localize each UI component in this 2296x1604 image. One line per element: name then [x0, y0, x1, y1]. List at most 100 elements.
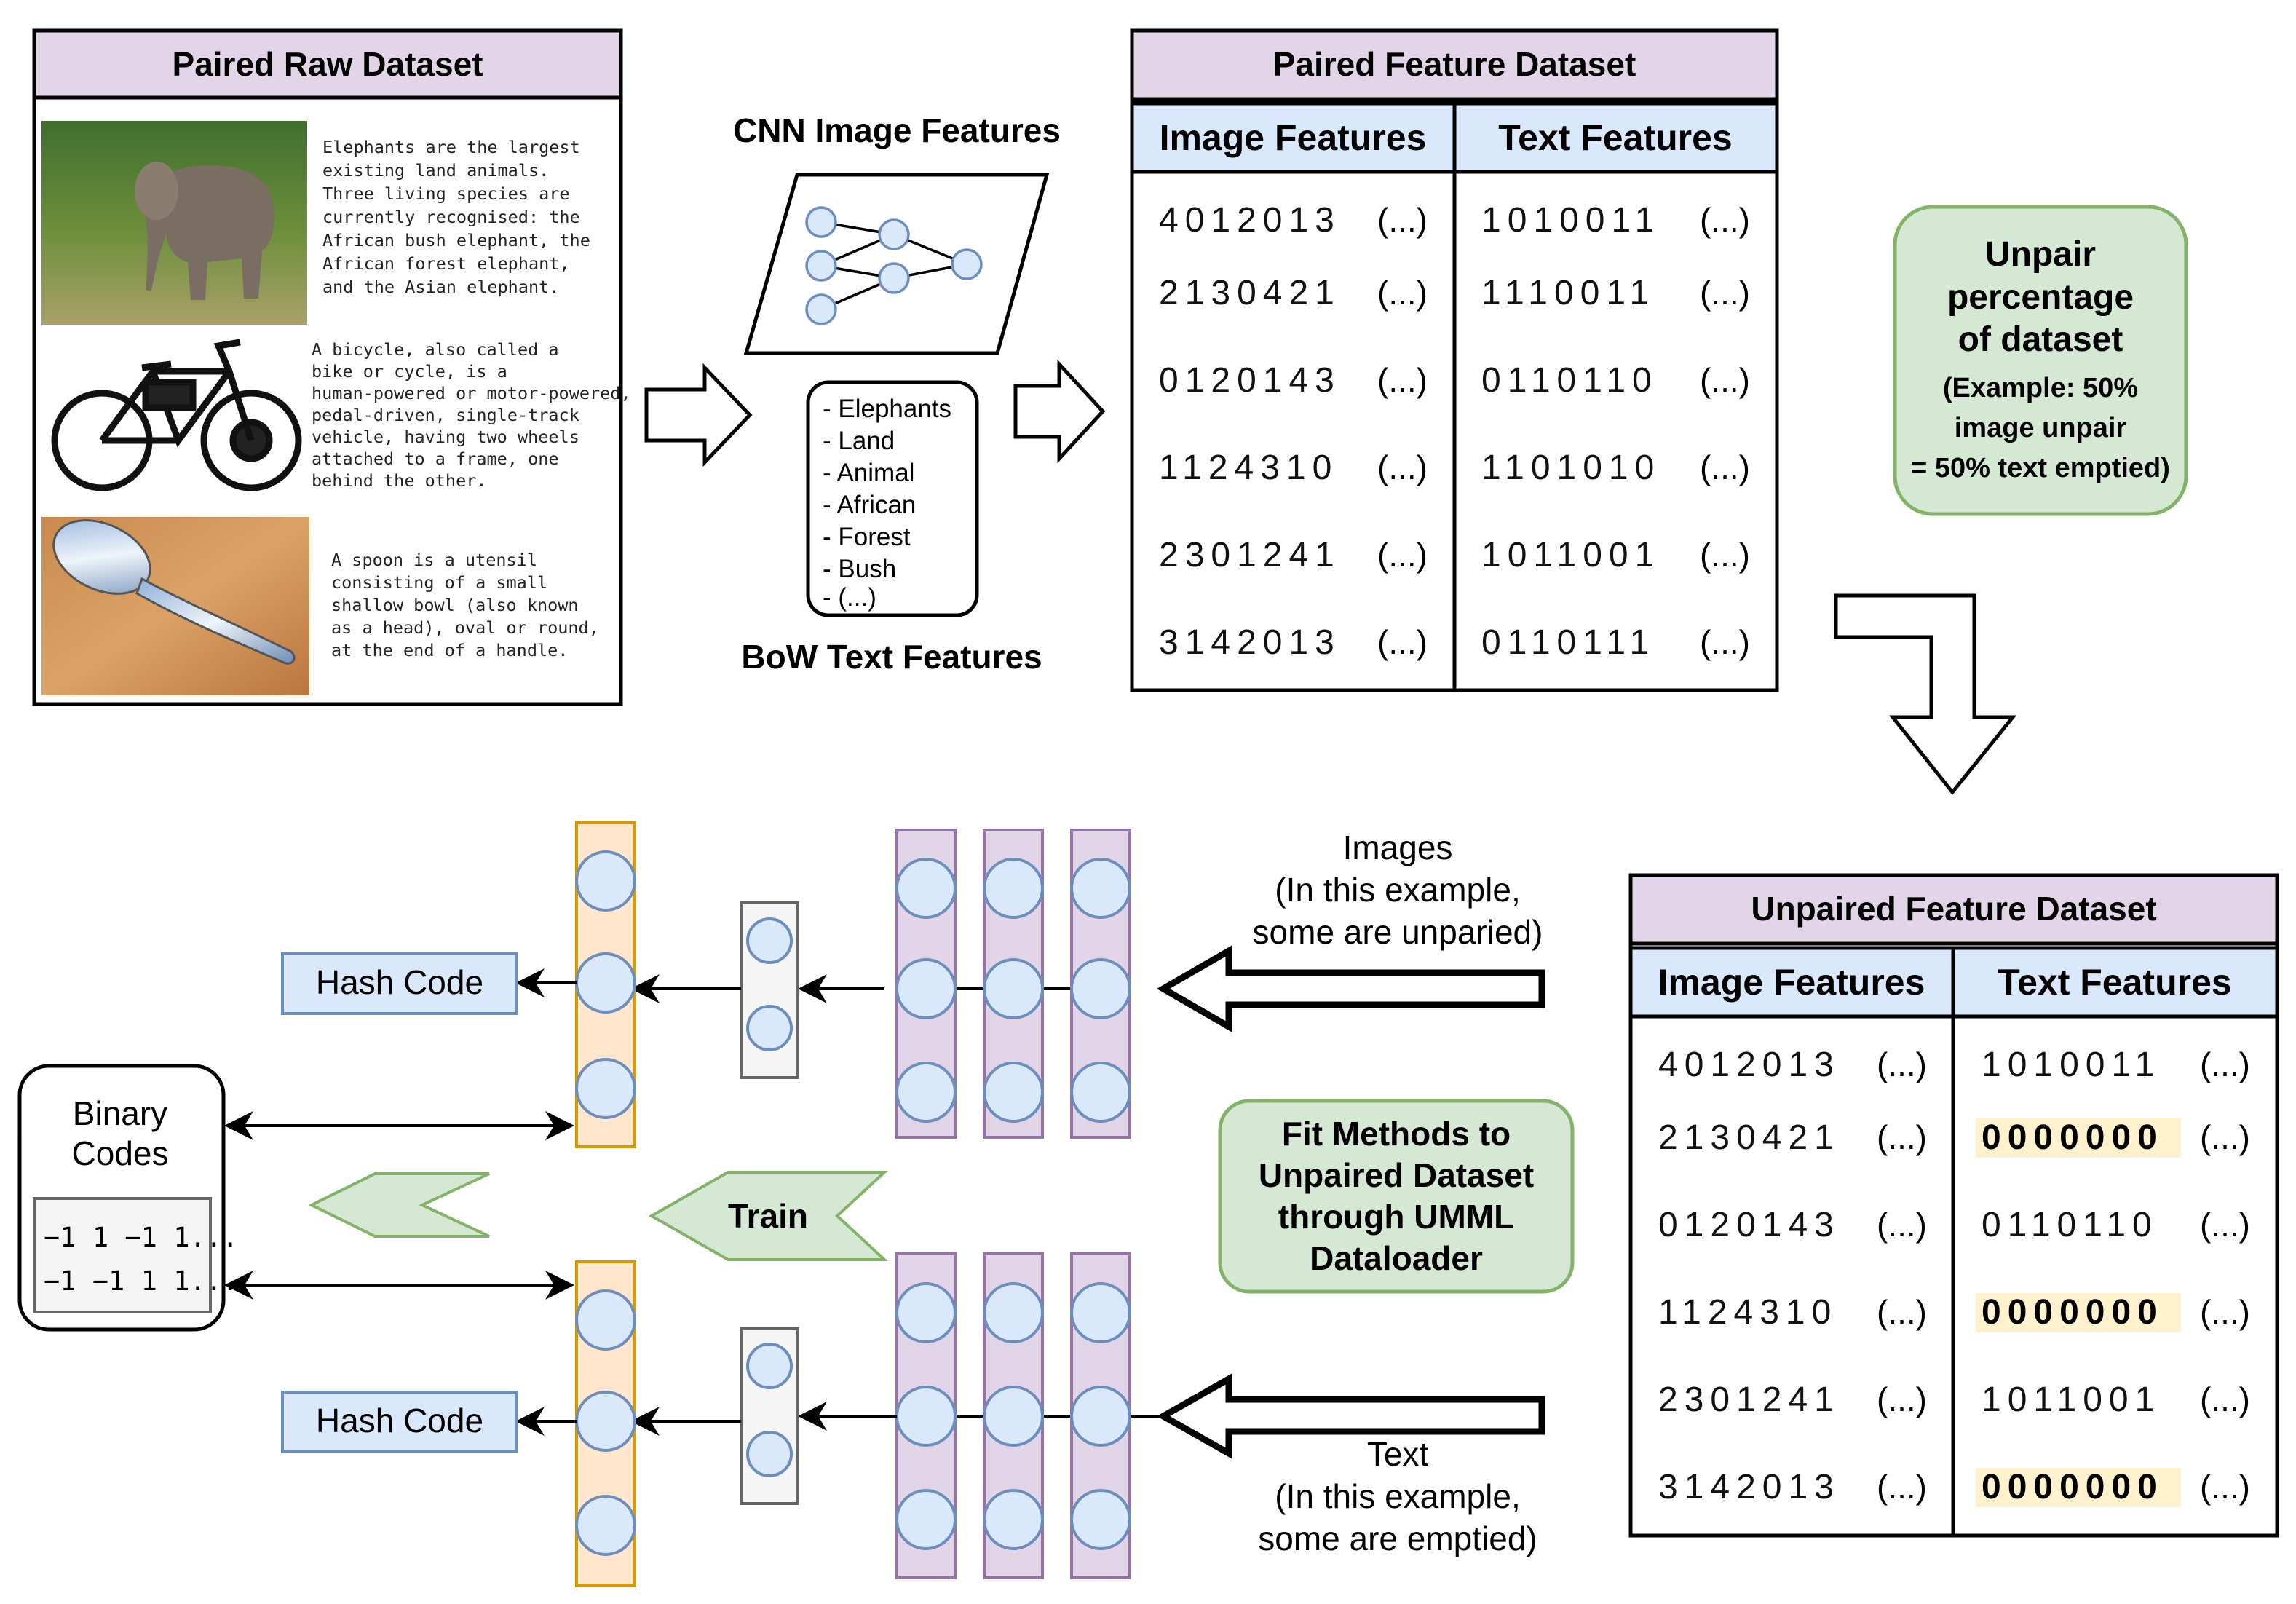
svg-text:Images: Images	[1343, 829, 1453, 866]
spoon-text: A spoon is a utensil consisting of a sma…	[331, 550, 609, 660]
svg-text:= 50% text emptied): = 50% text emptied)	[1911, 453, 2170, 483]
unpaired-row: 3142013 (...) 0000000 (...)	[1658, 1468, 2250, 1507]
image-network	[515, 821, 1131, 1148]
paired-raw-dataset-panel: Paired Raw Dataset Elephants are the lar…	[32, 28, 631, 706]
paired-ellipsis: (...)	[1377, 536, 1428, 574]
paired-image-feature: 4012013	[1159, 201, 1341, 240]
train-arrow	[648, 1171, 889, 1261]
unpaired-ellipsis: (...)	[1877, 1206, 1927, 1244]
paired-ellipsis: (...)	[1700, 361, 1750, 399]
unpaired-text-feature: 0000000	[1982, 1118, 2164, 1157]
unpaired-image-feature: 3142013	[1658, 1468, 1840, 1506]
svg-text:Fit Methods to: Fit Methods to	[1282, 1115, 1511, 1153]
svg-text:- Animal: - Animal	[823, 459, 914, 487]
svg-text:Text: Text	[1367, 1435, 1429, 1473]
paired-image-feature: 2301241	[1159, 536, 1341, 574]
paired-text-feature: 1110011	[1481, 274, 1655, 312]
paired-image-feature: 3142013	[1159, 623, 1341, 662]
svg-text:(In this example,: (In this example,	[1275, 1477, 1520, 1515]
bow-features-label: BoW Text Features	[741, 638, 1042, 676]
spoon-photo	[41, 517, 309, 695]
unpaired-row: 0120143(...)0110110(...)	[1658, 1206, 2250, 1244]
unpaired-text-feature: 0000000	[1982, 1293, 2164, 1332]
bow-word-list: - Elephants - Land - Animal - African - …	[806, 380, 979, 617]
svg-text:(In this example,: (In this example,	[1275, 871, 1520, 909]
paired-ellipsis: (...)	[1700, 274, 1750, 312]
elephant-photo	[41, 121, 307, 325]
svg-text:- African: - African	[823, 491, 916, 519]
images-caption: Images (In this example, some are unpari…	[1253, 829, 1543, 951]
paired-image-feature: 2130421	[1159, 274, 1341, 312]
raw-dataset-title: Paired Raw Dataset	[173, 45, 483, 83]
svg-text:- Forest: - Forest	[823, 523, 911, 551]
unpaired-text-feature: 1010011	[1982, 1046, 2161, 1084]
unpaired-ellipsis: (...)	[1877, 1380, 1927, 1418]
cnn-network-icon	[743, 173, 1050, 355]
unpaired-emptied-highlight	[1976, 1468, 2181, 1507]
unpaired-ellipsis: (...)	[2200, 1380, 2250, 1418]
paired-row: 2301241(...)1011001(...)	[1159, 536, 1750, 574]
svg-text:- Elephants: - Elephants	[823, 395, 951, 423]
svg-text:through UMML: through UMML	[1278, 1198, 1514, 1236]
unpaired-ellipsis: (...)	[2200, 1293, 2250, 1331]
paired-image-feature: 1124310	[1159, 449, 1338, 487]
svg-text:−1 −1 1 1...: −1 −1 1 1...	[44, 1265, 238, 1297]
paired-rows: 4012013 (...) 1010011 (...) 2130421 (...) 1110…	[1159, 201, 1750, 662]
svg-text:some are unparied): some are unparied)	[1253, 913, 1543, 951]
paired-to-unpaired-arrow	[1834, 593, 2017, 795]
paired-feature-dataset-table: Paired Feature Dataset Image Features Te…	[1130, 28, 1779, 692]
binary-codes-box: Binary Codes −1 1 −1 1... −1 −1 1 1...	[17, 1064, 238, 1332]
unpaired-col-image-header: Image Features	[1658, 962, 1925, 1003]
svg-text:Codes: Codes	[72, 1134, 169, 1172]
svg-text:- (...): - (...)	[823, 583, 876, 612]
svg-text:image unpair: image unpair	[1955, 413, 2127, 443]
unpaired-image-feature: 2301241	[1658, 1380, 1840, 1419]
unpaired-ellipsis: (...)	[1877, 1468, 1927, 1506]
raw-to-features-arrow	[644, 363, 753, 467]
svg-text:Dataloader: Dataloader	[1310, 1239, 1483, 1277]
svg-text:- Land: - Land	[823, 427, 895, 455]
paired-ellipsis: (...)	[1377, 201, 1428, 239]
paired-ellipsis: (...)	[1700, 449, 1750, 486]
unpaired-table-title: Unpaired Feature Dataset	[1751, 890, 2156, 928]
paired-text-feature: 1010011	[1481, 201, 1660, 240]
unpaired-ellipsis: (...)	[1877, 1118, 1927, 1156]
unpaired-emptied-highlight	[1976, 1293, 2181, 1332]
paired-col-image-header: Image Features	[1160, 117, 1427, 158]
svg-text:Binary: Binary	[73, 1094, 167, 1132]
unpaired-text-feature: 0000000	[1982, 1468, 2164, 1506]
train-label: Train	[728, 1197, 808, 1235]
paired-ellipsis: (...)	[1377, 274, 1428, 312]
svg-text:Hash Code: Hash Code	[316, 963, 483, 1001]
paired-table-title: Paired Feature Dataset	[1273, 45, 1636, 83]
fit-methods-note: Fit Methods to Unpaired Dataset through …	[1218, 1099, 1575, 1294]
unpaired-emptied-highlight	[1976, 1118, 2181, 1158]
unpaired-ellipsis: (...)	[2200, 1468, 2250, 1506]
unpaired-row: 2301241(...)1011001(...)	[1658, 1380, 2250, 1419]
paired-row: 1124310 (...) 1101010 (...)	[1159, 449, 1750, 487]
paired-text-feature: 0110111	[1481, 623, 1655, 662]
paired-text-feature: 0110110	[1481, 361, 1658, 400]
paired-row: 3142013(...)0110111(...)	[1159, 623, 1750, 662]
svg-text:−1 1 −1 1...: −1 1 −1 1...	[44, 1222, 238, 1253]
bicycle-photo	[51, 339, 302, 491]
unpaired-col-text-header: Text Features	[1998, 962, 2231, 1003]
images-input-arrow	[1157, 945, 1545, 1032]
svg-text:some are emptied): some are emptied)	[1258, 1520, 1537, 1557]
unpaired-row: 1124310(...)0000000(...)	[1658, 1293, 2250, 1332]
unpaired-feature-dataset-table: Unpaired Feature Dataset Image Features …	[1628, 873, 2279, 1538]
svg-text:percentage: percentage	[1947, 278, 2134, 317]
paired-ellipsis: (...)	[1377, 361, 1428, 399]
svg-text:- Bush: - Bush	[823, 555, 896, 583]
unpaired-image-feature: 2130421	[1658, 1118, 1840, 1157]
text-network	[515, 1252, 1163, 1587]
svg-text:Unpaired Dataset: Unpaired Dataset	[1259, 1156, 1534, 1194]
train-arrow-small	[308, 1172, 490, 1238]
hash-code-bottom: Hash Code	[281, 1391, 518, 1453]
paired-text-feature: 1101010	[1481, 449, 1660, 487]
svg-text:Hash Code: Hash Code	[316, 1402, 483, 1439]
unpaired-text-feature: 0110110	[1982, 1206, 2158, 1244]
paired-ellipsis: (...)	[1377, 449, 1428, 486]
paired-col-text-header: Text Features	[1498, 117, 1732, 158]
unpaired-image-feature: 1124310	[1658, 1293, 1837, 1332]
